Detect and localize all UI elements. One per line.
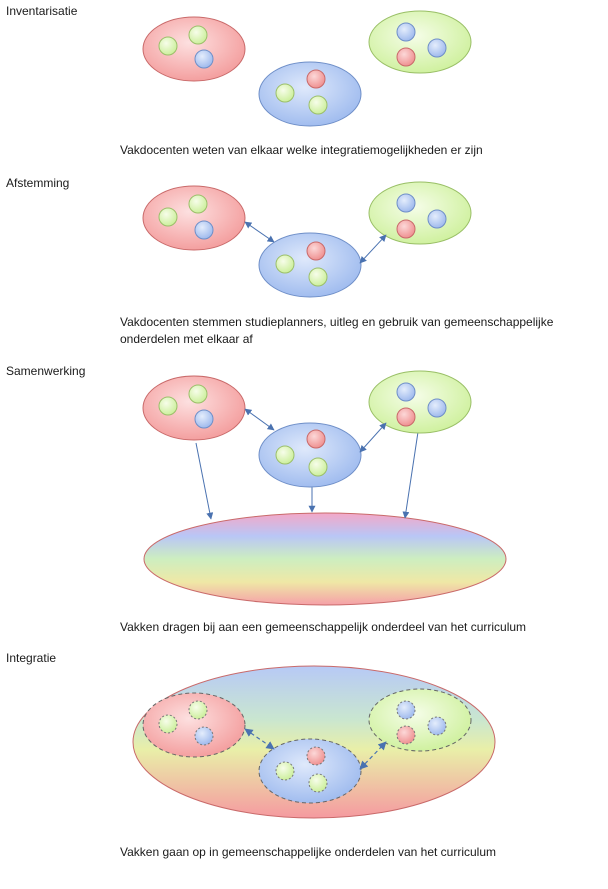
- dot-blue: [427, 38, 447, 58]
- caption-integratie: Vakken gaan op in gemeenschappelijke ond…: [120, 845, 497, 859]
- dot-blue: [427, 209, 447, 229]
- arrow-red-blue-dashed: [244, 728, 275, 750]
- arrow-green-common: [402, 431, 419, 519]
- inventarisatie-groups: [142, 10, 472, 127]
- heading-afstemming: Afstemming: [6, 176, 70, 190]
- afstemming-groups: [142, 181, 472, 298]
- dot-green: [158, 36, 178, 56]
- arrow-blue-green: [359, 234, 387, 264]
- dot-blue: [194, 409, 214, 429]
- dot-blue: [396, 193, 416, 213]
- group-green: [368, 181, 472, 245]
- dot-green: [275, 445, 295, 465]
- dot-red: [306, 429, 326, 449]
- dot-blue: [396, 382, 416, 402]
- dot-green: [158, 714, 178, 734]
- integratie-groups: [132, 665, 496, 819]
- group-red-dashed: [142, 692, 246, 758]
- heading-integratie: Integratie: [6, 651, 57, 665]
- dot-green: [308, 267, 328, 287]
- group-red: [142, 16, 246, 82]
- dot-red: [396, 407, 416, 427]
- dot-green: [275, 254, 295, 274]
- dot-red: [306, 69, 326, 89]
- common-component: [143, 512, 507, 606]
- group-blue: [258, 61, 362, 127]
- dot-green: [188, 25, 208, 45]
- caption-afstemming: Vakdocenten stemmen studieplanners, uitl…: [120, 315, 554, 346]
- caption-samenwerking: Vakken dragen bij aan een gemeenschappel…: [120, 620, 527, 634]
- dot-green: [308, 773, 328, 793]
- group-blue-dashed: [258, 738, 362, 804]
- dot-red: [396, 219, 416, 239]
- samenwerking-groups: [142, 370, 507, 606]
- arrow-red-common: [195, 442, 214, 520]
- arrow-red-blue: [244, 221, 275, 243]
- caption-inventarisatie: Vakdocenten weten van elkaar welke integ…: [120, 143, 483, 157]
- group-red: [142, 185, 246, 251]
- dot-green: [275, 83, 295, 103]
- heading-samenwerking: Samenwerking: [6, 364, 86, 378]
- dot-blue: [427, 716, 447, 736]
- dot-green: [275, 761, 295, 781]
- dot-blue: [194, 49, 214, 69]
- heading-inventarisatie: Inventarisatie: [6, 4, 78, 18]
- dot-green: [158, 207, 178, 227]
- dot-green: [188, 194, 208, 214]
- dot-blue: [427, 398, 447, 418]
- dot-green: [188, 384, 208, 404]
- group-green: [368, 370, 472, 434]
- dot-green: [188, 700, 208, 720]
- dot-red: [396, 725, 416, 745]
- dot-red: [396, 47, 416, 67]
- group-green: [368, 10, 472, 74]
- group-blue: [258, 422, 362, 488]
- arrow-blue-green-dashed: [359, 741, 387, 770]
- dot-green: [308, 95, 328, 115]
- group-green-dashed: [368, 688, 472, 752]
- dot-red: [306, 746, 326, 766]
- dot-green: [158, 396, 178, 416]
- dot-green: [308, 457, 328, 477]
- dot-blue: [194, 220, 214, 240]
- arrow-blue-green: [359, 422, 387, 453]
- dot-blue: [194, 726, 214, 746]
- group-red: [142, 375, 246, 441]
- group-blue: [258, 232, 362, 298]
- dot-blue: [396, 22, 416, 42]
- dot-red: [306, 241, 326, 261]
- dot-blue: [396, 700, 416, 720]
- arrow-red-blue: [244, 408, 275, 431]
